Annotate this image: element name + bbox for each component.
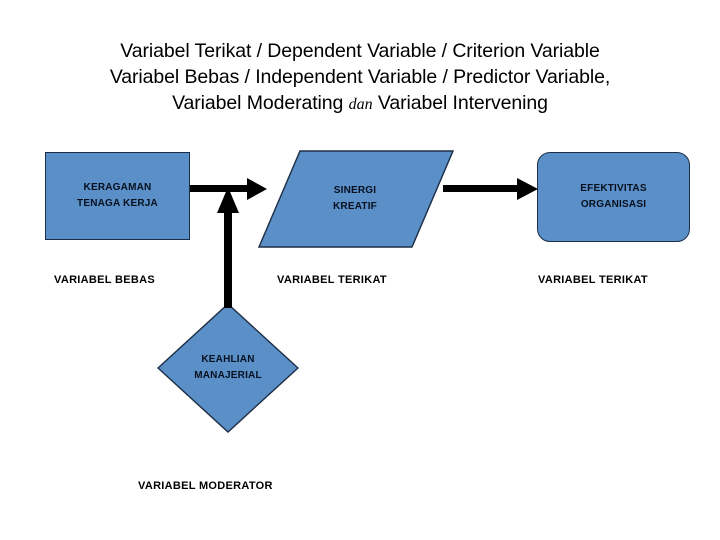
node-efektivitas-organisasi[interactable] — [537, 152, 690, 242]
caption-variabel-moderator: VARIABEL MODERATOR — [138, 480, 273, 492]
title-line-3-part-a: Variabel Moderating — [172, 92, 349, 114]
page-title: Variabel Terikat / Dependent Variable / … — [0, 38, 720, 118]
node-keragaman-tenaga-kerja[interactable] — [45, 152, 190, 240]
arrow-sinergi-to-efektivitas — [443, 178, 538, 200]
node-sinergi-kreatif[interactable] — [257, 150, 455, 248]
caption-variabel-bebas: VARIABEL BEBAS — [54, 274, 155, 286]
arrow-keahlian-to-connector — [217, 187, 239, 308]
title-line-3: Variabel Moderating dan Variabel Interve… — [0, 90, 720, 118]
node-keahlian-manajerial[interactable] — [156, 303, 300, 433]
caption-variabel-terikat-2: VARIABEL TERIKAT — [538, 274, 648, 286]
title-line-1: Variabel Terikat / Dependent Variable / … — [120, 40, 600, 62]
title-line-2: Variabel Bebas / Independent Variable / … — [109, 66, 611, 88]
caption-variabel-terikat-1: VARIABEL TERIKAT — [277, 274, 387, 286]
title-line-3-part-b: Variabel Intervening — [372, 92, 548, 114]
parallelogram-shape — [257, 150, 455, 248]
diamond-shape — [156, 303, 300, 433]
title-line-3-dan: dan — [348, 96, 373, 113]
